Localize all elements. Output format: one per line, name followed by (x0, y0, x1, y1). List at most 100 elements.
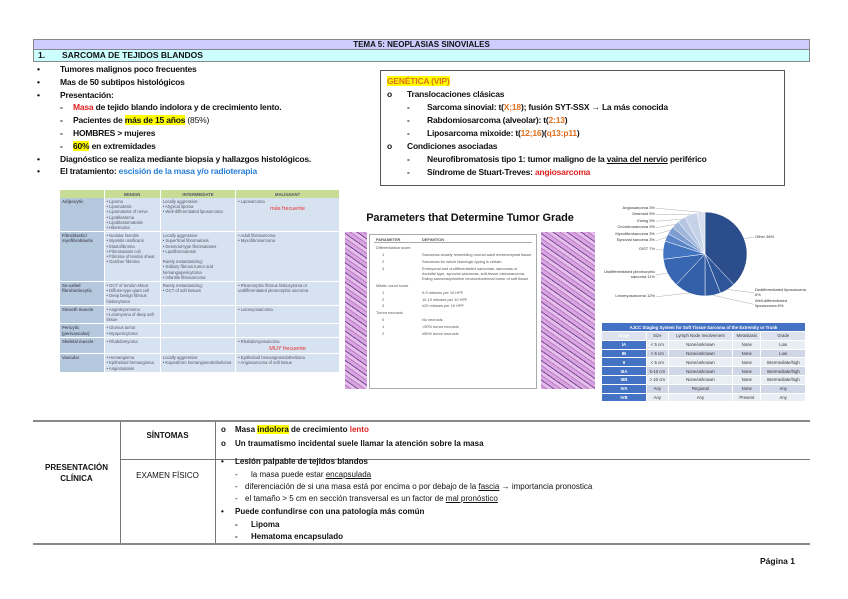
highlight-text: q13:p11 (546, 128, 577, 138)
table-cell: 1 (382, 252, 385, 258)
cell-text: Adipocytic (62, 199, 84, 204)
table-cell: Mitotic count score (376, 283, 409, 289)
row-subheader: EXAMEN FÍSICO (136, 471, 199, 480)
list-item: •Mas de 50 subtipos histológicos (37, 76, 185, 87)
list-subitem: -Sarcoma sinovial: t(X;18); fusión SYT-S… (407, 102, 668, 112)
column-header (60, 190, 105, 198)
table-row: 2≥50% tumor necrosis (374, 331, 532, 336)
table-cell: ≥50% tumor necrosis (422, 330, 459, 336)
table-cell: Smooth muscle (60, 305, 105, 325)
leader-line (712, 295, 755, 305)
table-cell: • Glomus tumor • Myopericytoma (104, 323, 161, 338)
table-cell: 10-19 mitoses per 10 HPF (422, 296, 468, 302)
cell-text: • Rhabdomyoma (106, 338, 138, 344)
list-item: •Presentación: (37, 89, 114, 100)
table-cell: Present (732, 392, 762, 403)
cell-text: • Leiomyosarcoma (238, 306, 273, 312)
slice-label: Other 38% (755, 233, 775, 239)
list-subitem: -HOMBRES > mujeres (60, 127, 156, 138)
table-cell: None (732, 339, 762, 350)
table-cell: None (732, 383, 762, 394)
table-cell: > 5 cm (646, 348, 669, 359)
table-cell: • Rhabdomyoma (104, 337, 161, 355)
list-subitem: -Pacientes de más de 15 años (85%) (60, 115, 210, 126)
cell-text: • Liposarcoma (238, 199, 265, 204)
table-cell: Regional (667, 383, 734, 394)
table-cell: IIIB (601, 374, 647, 385)
leader-line (655, 292, 690, 297)
table-cell (235, 323, 340, 338)
leader-line (744, 236, 755, 239)
column-header: Stage (601, 331, 647, 341)
clinical-presentation-table: PRESENTACIÓN CLÍNICA SÍNTOMAS EXAMEN FÍS… (33, 420, 810, 545)
table-cell: IA (601, 339, 647, 350)
table-row: 3≥20 mitoses per 10 HPF (374, 303, 532, 308)
item-text: Mas de 50 subtipos histológicos (60, 76, 185, 87)
highlight-text: Masa (73, 102, 94, 113)
column-header: MALIGNANT (235, 190, 340, 198)
list-item: •Lesión palpable de tejidos blandos (221, 457, 368, 466)
cell-text: • Angioleyomioma • Leiomyoma of deep sof… (106, 306, 154, 323)
item-text: El tratamiento: (60, 166, 119, 177)
cell-text: So-called fibrohistiocytic (62, 283, 93, 294)
row-subheader: SÍNTOMAS (146, 431, 189, 440)
list-subitem: -Neurofibromatosis tipo 1: tumor maligno… (407, 154, 707, 164)
pie-canvas (655, 208, 755, 305)
table-row: Differentiation score (374, 245, 532, 250)
table-cell: • Pleomorphic fibrous histiocytoma or un… (235, 281, 340, 306)
slice-label: Myxofibrosarcoma 3% (615, 230, 655, 236)
table-cell: None/unknown (667, 357, 734, 368)
highlight-text: escisión de la masa y/o radioterapia (118, 166, 258, 177)
item-text: Presentación: (60, 89, 114, 100)
classification-table-image: BENIGN INTERMEDIATE MALIGNANT Adipocytic… (60, 190, 340, 412)
cell-text: • Nodular fasciitis • Myositis ossifican… (106, 233, 155, 265)
table-cell: 1 (382, 289, 385, 295)
table-cell: II (601, 357, 647, 368)
list-subitem: -diferenciación de si una masa está por … (235, 482, 593, 491)
highlight-text: angiosarcoma (534, 167, 591, 177)
table-row: Adipocytic • Lipoma • Lipomatosis • Lipom… (60, 198, 340, 233)
page-number: Página 1 (760, 556, 795, 566)
cell-text: • Lipoma • Lipomatosis • Lipomatosis of … (106, 199, 148, 231)
row-header: PRESENTACIÓN CLÍNICA (45, 463, 108, 483)
list-subitem: -el tamaño > 5 cm en sección transversal… (235, 494, 498, 503)
item-text: en extremidades (89, 140, 156, 151)
table-cell: <50% tumor necrosis (422, 323, 459, 329)
table-cell: 2 (382, 296, 385, 302)
annotation: más frecuente (270, 206, 305, 213)
list-item: •Puede confundirse con una patología más… (221, 507, 425, 516)
table-cell: 5-10 cm (646, 366, 669, 376)
leader-line (655, 230, 671, 235)
table-cell: IIIA (601, 366, 647, 376)
table-row: 2 10-19 mitoses per 10 HPF (374, 297, 532, 302)
table-cell: None/unknown (667, 366, 734, 376)
table-cell: Adipocytic (60, 198, 105, 233)
table-cell (454, 310, 532, 315)
item-text: Sarcoma sinovial: t( (427, 102, 504, 112)
cell-text: • Hemangioma • Epithelioid hemangioma • … (106, 355, 154, 371)
table-cell: • Leiomyosarcoma (235, 305, 340, 325)
item-text: Tumores malignos poco frecuentes (60, 64, 197, 74)
cell-text: Fibroblastic/ myofibroblastic (62, 233, 94, 244)
table-cell: < 5 cm (646, 339, 669, 350)
slice-label: GIST 7% (638, 246, 655, 252)
cell-text: • Glomus tumor • Myopericytoma (106, 325, 138, 336)
table-cell: 0-9 mitoses per 10 HPF (422, 289, 464, 295)
item-text: periférico (667, 154, 707, 164)
table-row: Pericytic (perivascular)• Glomus tumor •… (60, 323, 340, 338)
table-cell: None/unknown (667, 339, 734, 350)
item-text: Síndrome de Stuart-Treves: (427, 167, 535, 177)
item-text: Diagnóstico se realiza mediante biopsia … (60, 153, 312, 164)
highlight-text: más de 15 años (124, 115, 186, 126)
